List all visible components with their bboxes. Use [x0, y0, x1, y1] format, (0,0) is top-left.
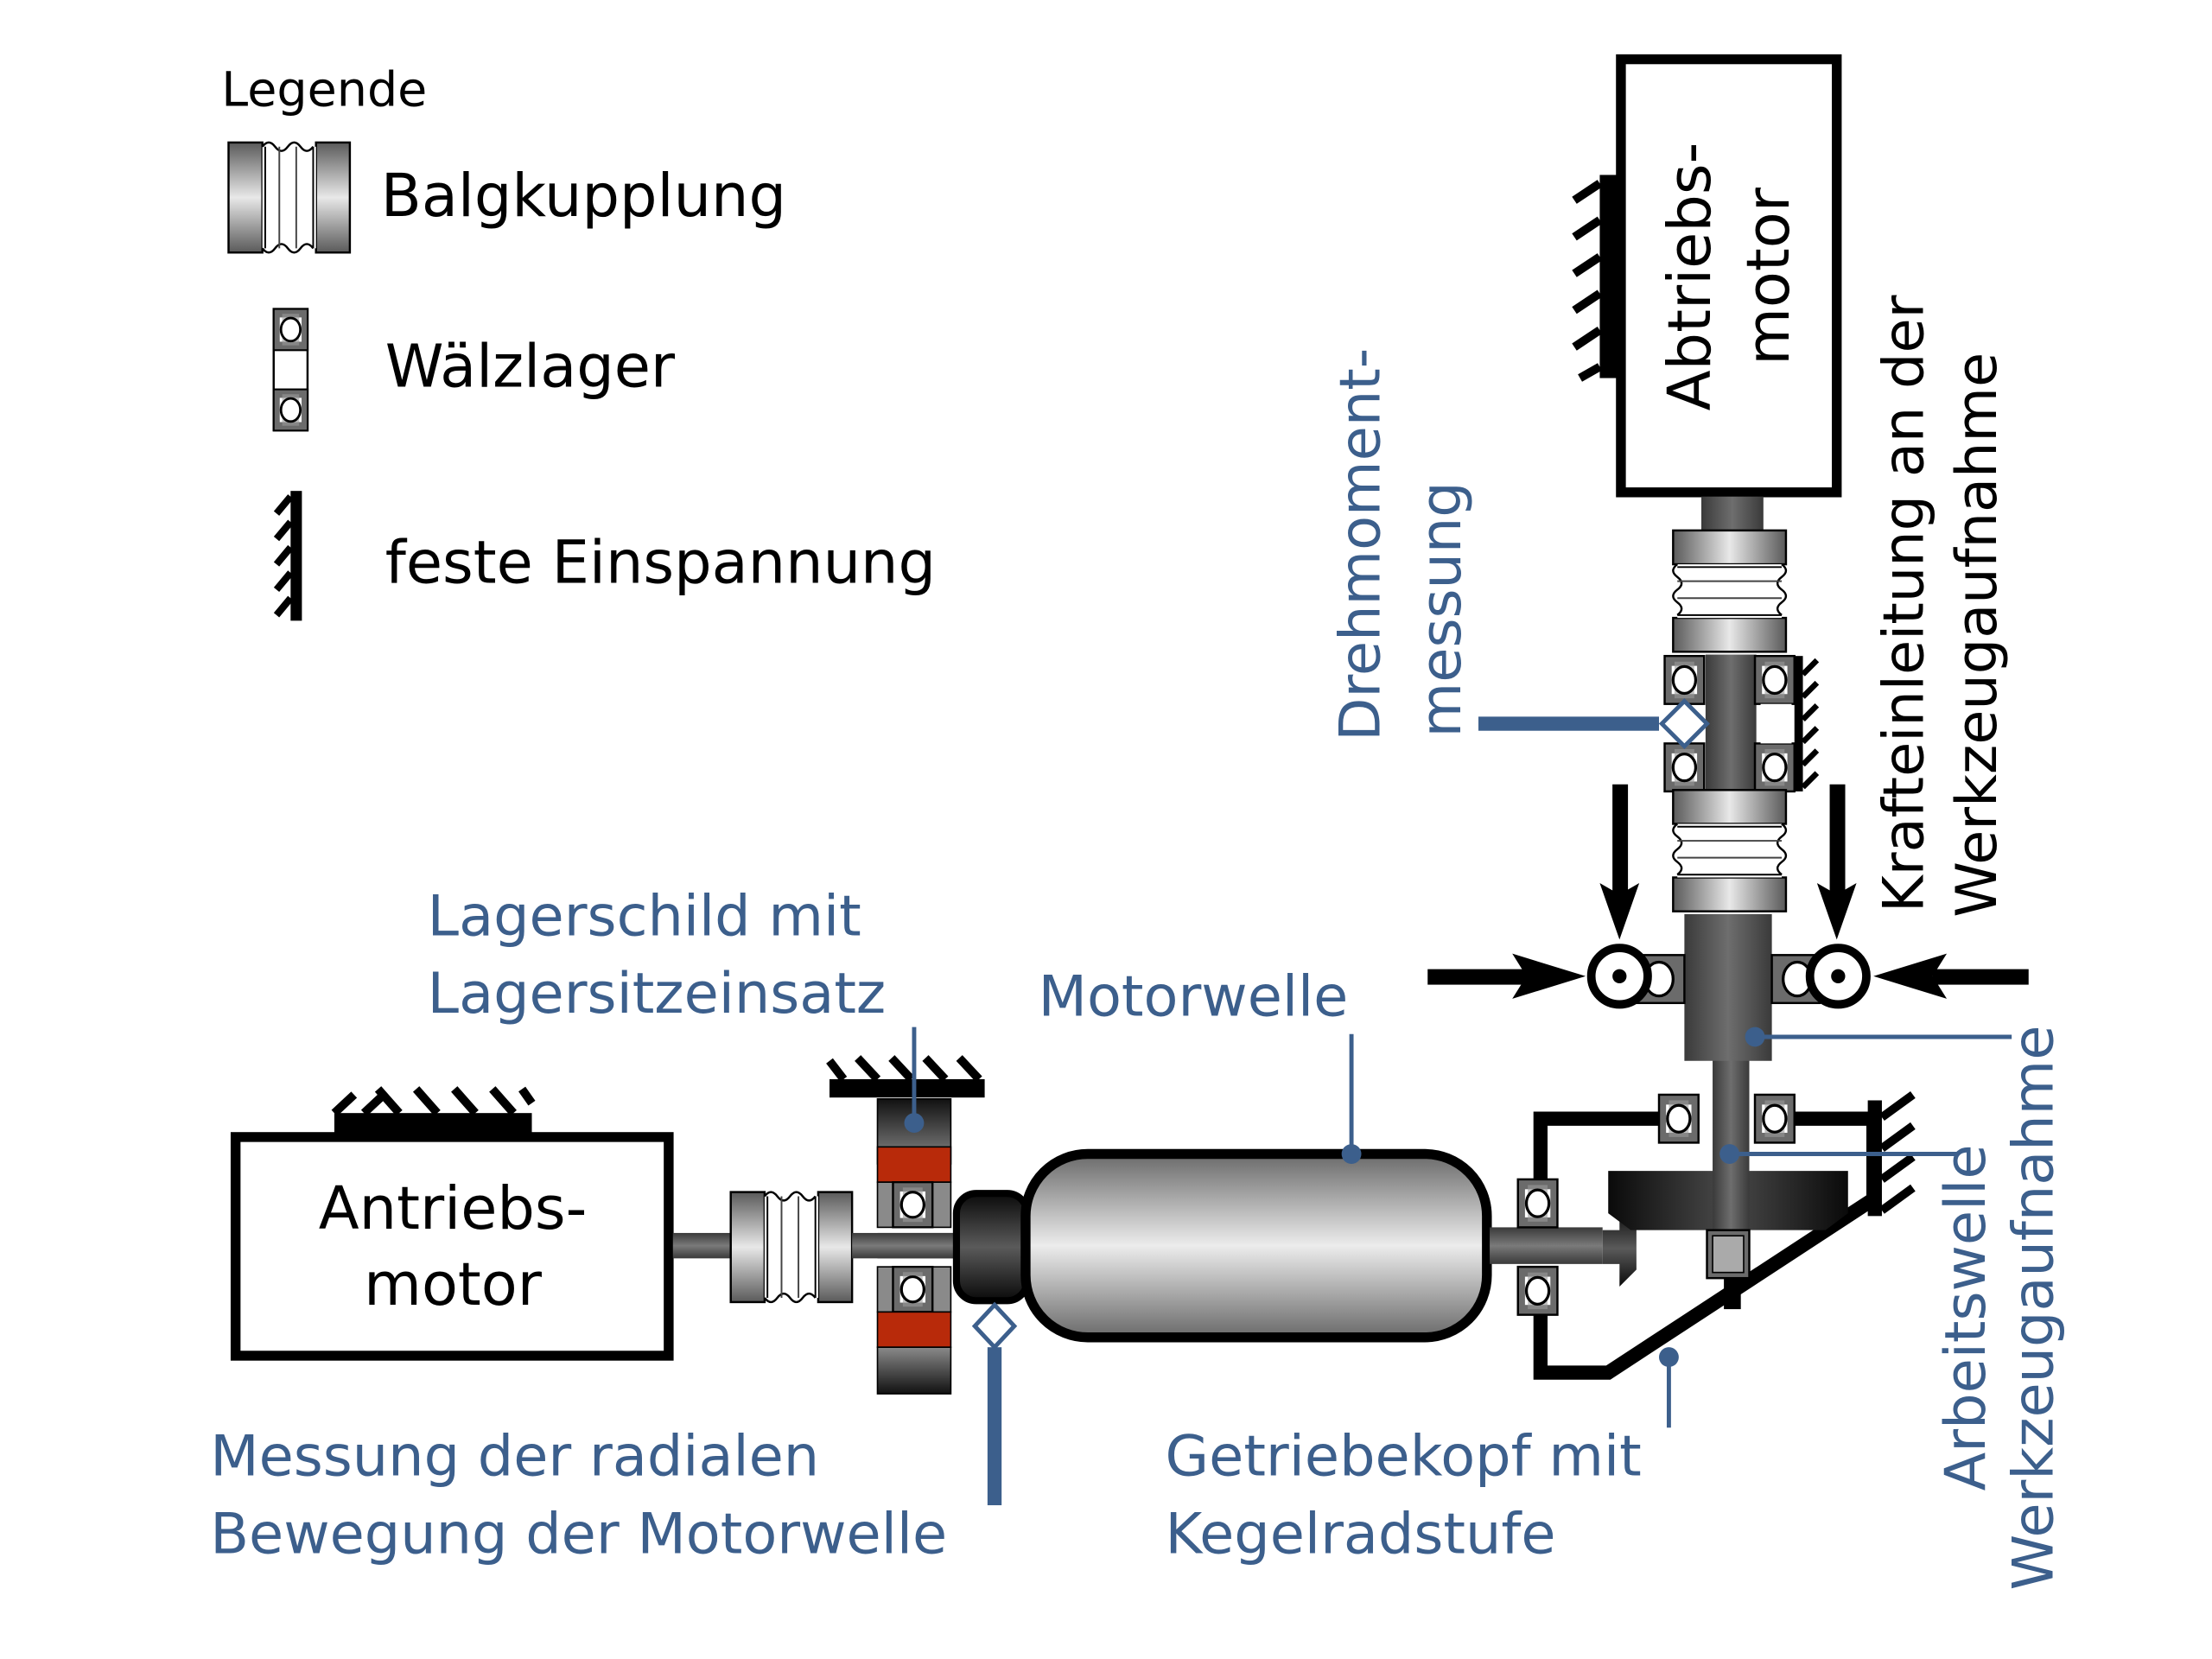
legend: Legende Balgkupplung Wälzlager — [221, 61, 936, 621]
leader-torque-measurement — [1478, 716, 1659, 731]
arrow-right-icon — [1427, 953, 1586, 999]
legend-item-rolling-bearing: Wälzlager — [272, 308, 676, 432]
leader-dot — [1341, 1144, 1362, 1164]
annotation-force-application-line2: Werkzeugaufnahme — [1944, 353, 2010, 918]
legend-label-rolling-bearing: Wälzlager — [385, 332, 676, 401]
drive-motor-label-line2: motor — [364, 1250, 543, 1319]
annotation-gear-head-line2: Kegelradstufe — [1166, 1502, 1556, 1567]
legend-label-fixed-clamping: feste Einspannung — [385, 528, 936, 597]
drive-motor: Antriebs- motor — [230, 1086, 674, 1361]
legend-title: Legende — [221, 61, 427, 118]
gear-head-clamping-icon — [1867, 1090, 1916, 1217]
arrow-left-icon — [1873, 953, 2029, 999]
annotation-radial-measurement-line1: Messung der radialen — [210, 1424, 819, 1490]
arrow-down-right-icon — [1816, 784, 1857, 940]
annotation-bearing-shield-line2: Lagersitzeinsatz — [428, 961, 887, 1027]
legend-item-fixed-clamping: feste Einspannung — [273, 491, 936, 621]
load-roller-right — [1770, 944, 1871, 1009]
annotation-torque-measurement-line1: Drehmoment- — [1328, 348, 1394, 741]
fixed-clamping-icon — [273, 491, 302, 621]
torque-sensor-icon — [1658, 697, 1710, 750]
output-motor-label-line1: Abtriebs- — [1656, 143, 1725, 411]
motor-shaft-hub — [952, 1190, 1031, 1305]
annotations: Lagerschild mit Lagersitzeinsatz Motorwe… — [210, 348, 2066, 1591]
leader-dot — [1719, 1144, 1740, 1164]
drive-bellows-coupling-icon — [729, 1191, 854, 1304]
rolling-bearing-icon — [272, 308, 309, 432]
drive-motor-label-line1: Antriebs- — [319, 1174, 588, 1243]
motor-body — [1020, 1148, 1492, 1343]
leader-radial-measurement — [987, 1347, 1002, 1506]
radial-sensor-icon — [971, 1301, 1018, 1351]
leader-dot — [1745, 1027, 1765, 1047]
output-motor-box — [1616, 54, 1842, 498]
annotation-bearing-shield-line1: Lagerschild mit — [428, 883, 861, 949]
output-motor: Abtriebs- motor — [1572, 54, 1842, 498]
output-motor-clamping-icon — [1572, 175, 1618, 382]
output-drive-train: Abtriebs- motor — [1427, 54, 2029, 1061]
annotation-motor-shaft: Motorwelle — [1039, 964, 1349, 1030]
legend-label-bellows-coupling: Balgkupplung — [381, 162, 786, 231]
annotation-gear-head-line1: Getriebekopf mit — [1166, 1424, 1642, 1490]
annotation-force-application-line1: Krafteinleitung an der — [1871, 295, 1936, 912]
annotation-work-shaft-line1: Arbeitswelle — [1933, 1144, 1999, 1491]
torque-bearing-clamping-icon — [1794, 656, 1820, 791]
leader-dot — [1659, 1347, 1679, 1368]
drive-motor-shaft — [672, 1232, 738, 1259]
drive-motor-box — [230, 1132, 674, 1361]
force-application-label: Krafteinleitung an der Werkzeugaufnahme — [1871, 295, 2010, 917]
load-roller-left — [1586, 944, 1686, 1009]
bellows-coupling-icon — [227, 141, 352, 254]
annotation-torque-measurement-line2: messung — [1408, 481, 1474, 737]
motor-output-shaft — [1490, 1227, 1603, 1264]
legend-item-bellows-coupling: Balgkupplung — [227, 141, 786, 254]
gear-head — [1516, 1051, 1916, 1380]
annotation-work-shaft-line2: Werkzeugaufnahme — [2001, 1026, 2067, 1591]
bearing-shield-clamping-icon — [826, 1055, 985, 1098]
leader-dot — [904, 1113, 925, 1134]
arrow-down-left-icon — [1599, 784, 1640, 940]
drive-motor-clamping-icon — [331, 1086, 536, 1134]
annotation-radial-measurement-line2: Bewegung der Motorwelle — [210, 1502, 947, 1567]
force-arrows — [1427, 784, 2029, 999]
output-motor-label-line2: motor — [1734, 187, 1803, 365]
